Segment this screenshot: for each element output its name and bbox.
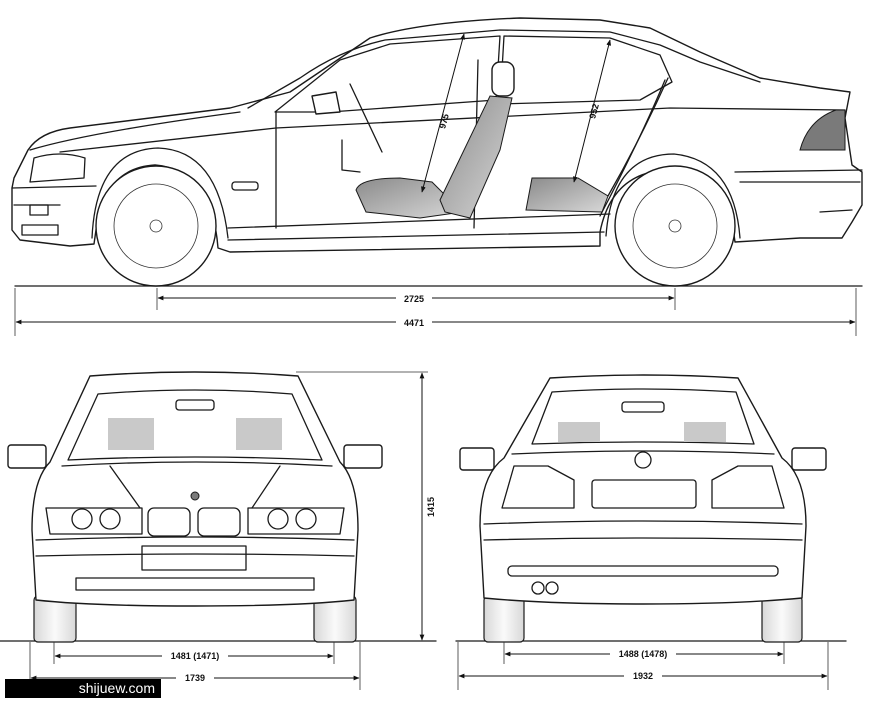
side-rear-seat-cushion	[525, 177, 609, 213]
rear-window	[531, 388, 755, 445]
rear-license-plate	[591, 479, 697, 509]
rear-trunk-line	[511, 450, 775, 455]
side-rear-wheel	[605, 153, 741, 287]
rear-view: 1488 (1478) 1932	[455, 374, 847, 690]
length-dimension: 4471	[15, 316, 856, 328]
side-dashboard	[341, 139, 361, 173]
rear-width-label: 1932	[633, 671, 653, 681]
front-seat-left	[108, 418, 154, 450]
rear-bumper	[483, 520, 803, 541]
front-width-label: 1739	[185, 673, 205, 683]
wheelbase-label: 2725	[404, 294, 424, 304]
side-rear-bumper	[734, 169, 863, 213]
wheelbase-dimension: 2725	[157, 292, 675, 304]
side-mirror	[311, 91, 341, 115]
front-mirror-right	[343, 444, 383, 469]
rear-mirror-right	[791, 447, 827, 471]
side-side-marker	[231, 181, 259, 191]
rear-seat-left	[558, 422, 600, 442]
front-hood-line	[61, 461, 333, 509]
front-headlight-right	[247, 507, 345, 535]
side-roof-line	[247, 29, 761, 109]
rear-left-tire	[483, 595, 525, 643]
front-license-plate	[141, 545, 247, 571]
rear-taillight-right	[711, 465, 785, 509]
side-grille-slot	[21, 224, 59, 236]
front-bumper	[35, 536, 355, 557]
front-bmw-logo-icon	[190, 491, 200, 501]
rear-track-dimension: 1488 (1478)	[504, 648, 784, 660]
rear-headroom-label: 952	[587, 103, 601, 120]
front-windshield	[67, 389, 323, 461]
front-view: 1415 1481 (1471) 1739	[0, 371, 437, 690]
rear-bmw-logo-icon	[634, 451, 652, 469]
length-label: 4471	[404, 318, 424, 328]
front-headroom-dimension: 975	[421, 33, 465, 193]
height-label: 1415	[426, 497, 436, 517]
kidney-grille	[147, 507, 241, 537]
side-headrest	[491, 61, 515, 97]
side-hood-line	[29, 111, 241, 151]
watermark: shijuew.com	[5, 679, 161, 698]
rear-track-label: 1488 (1478)	[619, 649, 668, 659]
rear-bumper-strip	[507, 565, 779, 577]
rear-seat-right	[684, 422, 726, 442]
side-taillight	[799, 109, 846, 151]
rear-headroom-dimension: 952	[573, 39, 611, 183]
front-width-dimension: 1739	[30, 672, 360, 684]
rear-right-tire	[761, 595, 803, 643]
side-front-wheel	[91, 147, 229, 287]
side-sill-lower	[227, 231, 605, 241]
rear-body-outline	[479, 374, 807, 605]
front-track-dimension: 1481 (1471)	[54, 650, 334, 662]
exhaust-pipes-icon	[531, 581, 559, 595]
front-lower-intake	[75, 577, 315, 591]
front-mirror-left	[7, 444, 47, 469]
side-rear-seat-back	[607, 77, 669, 197]
side-fog-light	[29, 204, 49, 216]
front-rearview-mirror	[175, 399, 215, 411]
front-seat-right	[236, 418, 282, 450]
front-body-outline	[31, 371, 359, 607]
rear-brake-light	[621, 401, 665, 413]
rear-taillight-left	[501, 465, 575, 509]
side-steering-wheel	[349, 83, 383, 153]
rear-mirror-left	[459, 447, 495, 471]
side-beltline	[59, 107, 846, 153]
height-dimension: 1415	[419, 372, 436, 641]
side-sill	[227, 213, 611, 229]
front-headlight-left	[45, 507, 143, 535]
front-headroom-label: 975	[437, 113, 451, 130]
front-track-label: 1481 (1471)	[171, 651, 220, 661]
side-headlight	[29, 153, 86, 183]
side-view: 975 952 2725 4471	[11, 17, 863, 336]
rear-width-dimension: 1932	[458, 670, 828, 682]
